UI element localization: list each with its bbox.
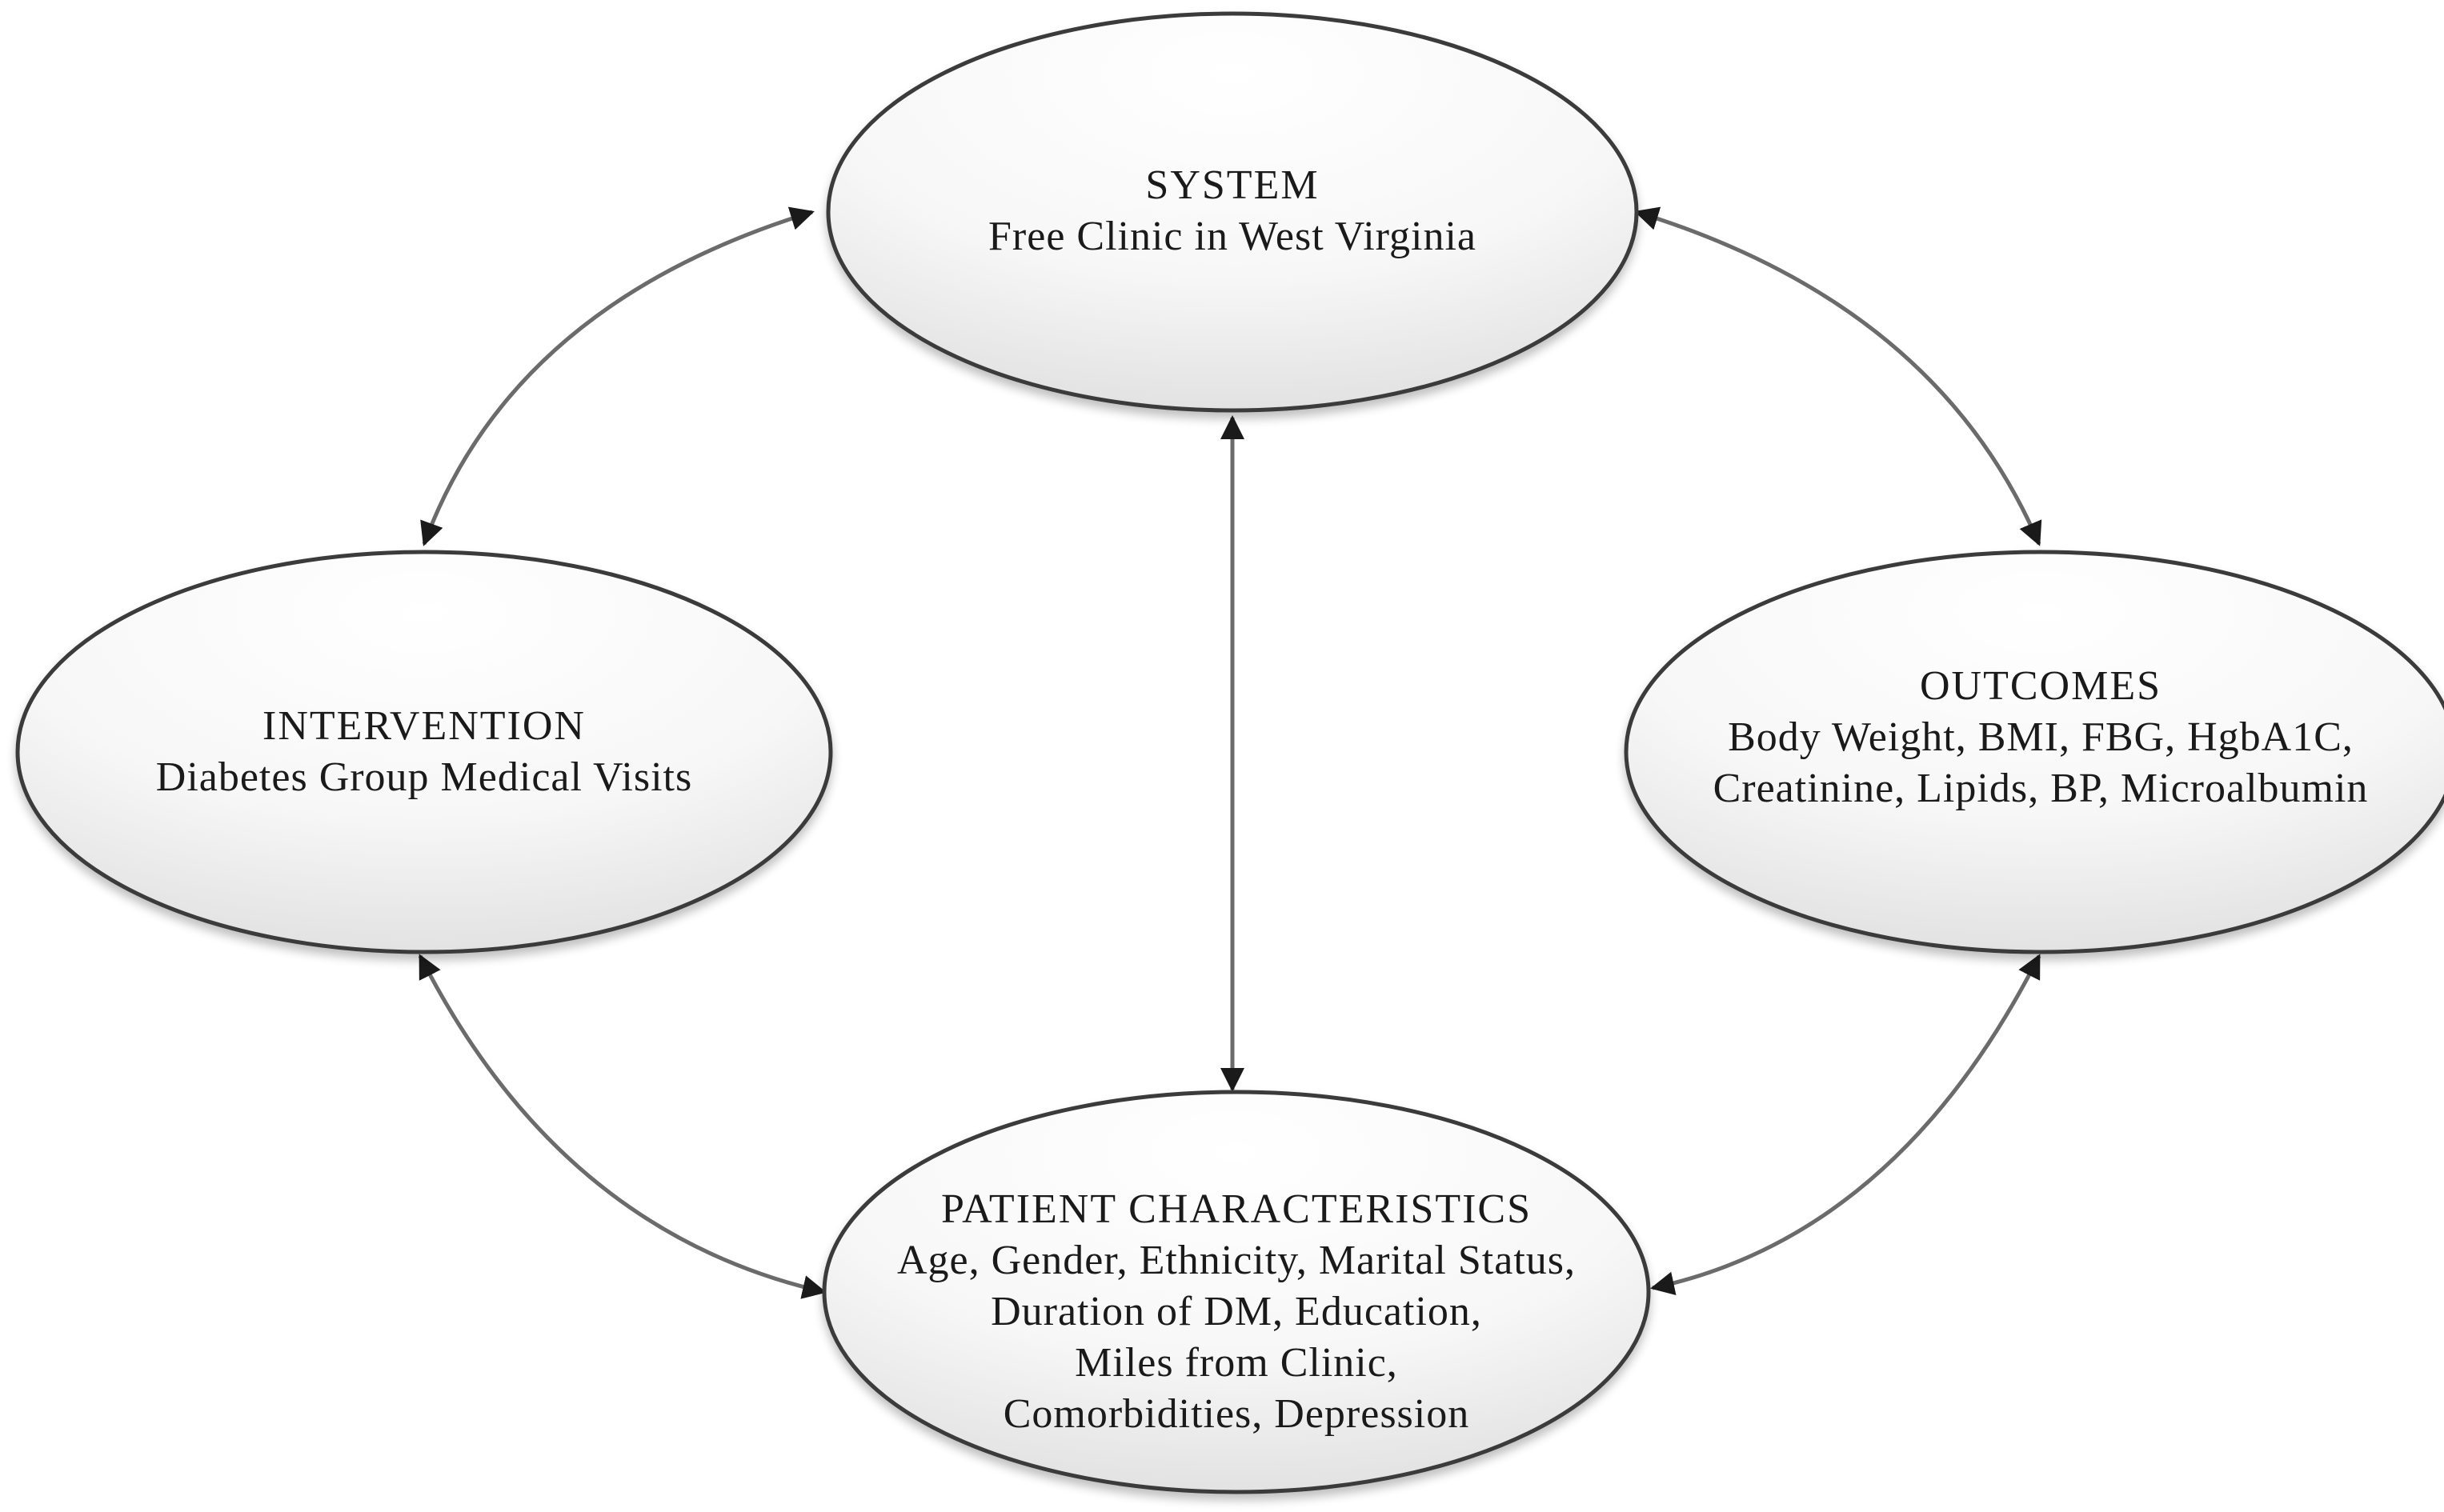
outcomes-title: OUTCOMES (1919, 663, 2162, 709)
intervention-title: INTERVENTION (262, 703, 586, 749)
arrow-system-outcomes (1634, 206, 2042, 546)
arrow-intervention-patient (418, 954, 827, 1299)
patient-line-1: Age, Gender, Ethnicity, Marital Status, (896, 1238, 1577, 1283)
intervention-ellipse (15, 550, 833, 954)
outcomes-label: OUTCOMES Body Weight, BMI, FBG, HgbA1C, … (1713, 661, 2369, 814)
patient-line-3: Miles from Clinic, (1075, 1340, 1398, 1386)
patient-line-2: Duration of DM, Education, (991, 1289, 1482, 1334)
outcomes-ellipse (1624, 550, 2444, 954)
patient-ellipse (822, 1090, 1651, 1494)
patient-title: PATIENT CHARACTERISTICS (941, 1186, 1532, 1232)
arrow-outcomes-patient (1650, 954, 2041, 1296)
system-label: SYSTEM Free Clinic in West Virginia (988, 160, 1476, 262)
outcomes-line-1: Body Weight, BMI, FBG, HgbA1C, (1728, 714, 2354, 760)
patient-line-4: Comorbidities, Depression (1003, 1391, 1470, 1437)
arrow-system-intervention (420, 206, 815, 546)
patient-label: PATIENT CHARACTERISTICS Age, Gender, Eth… (897, 1184, 1576, 1440)
intervention-subtitle: Diabetes Group Medical Visits (155, 754, 693, 800)
outcomes-line-2: Creatinine, Lipids, BP, Microalbumin (1713, 766, 2369, 811)
system-subtitle: Free Clinic in West Virginia (988, 214, 1476, 259)
intervention-label: INTERVENTION Diabetes Group Medical Visi… (156, 701, 692, 803)
system-title: SYSTEM (1145, 162, 1320, 208)
system-ellipse (826, 11, 1639, 413)
